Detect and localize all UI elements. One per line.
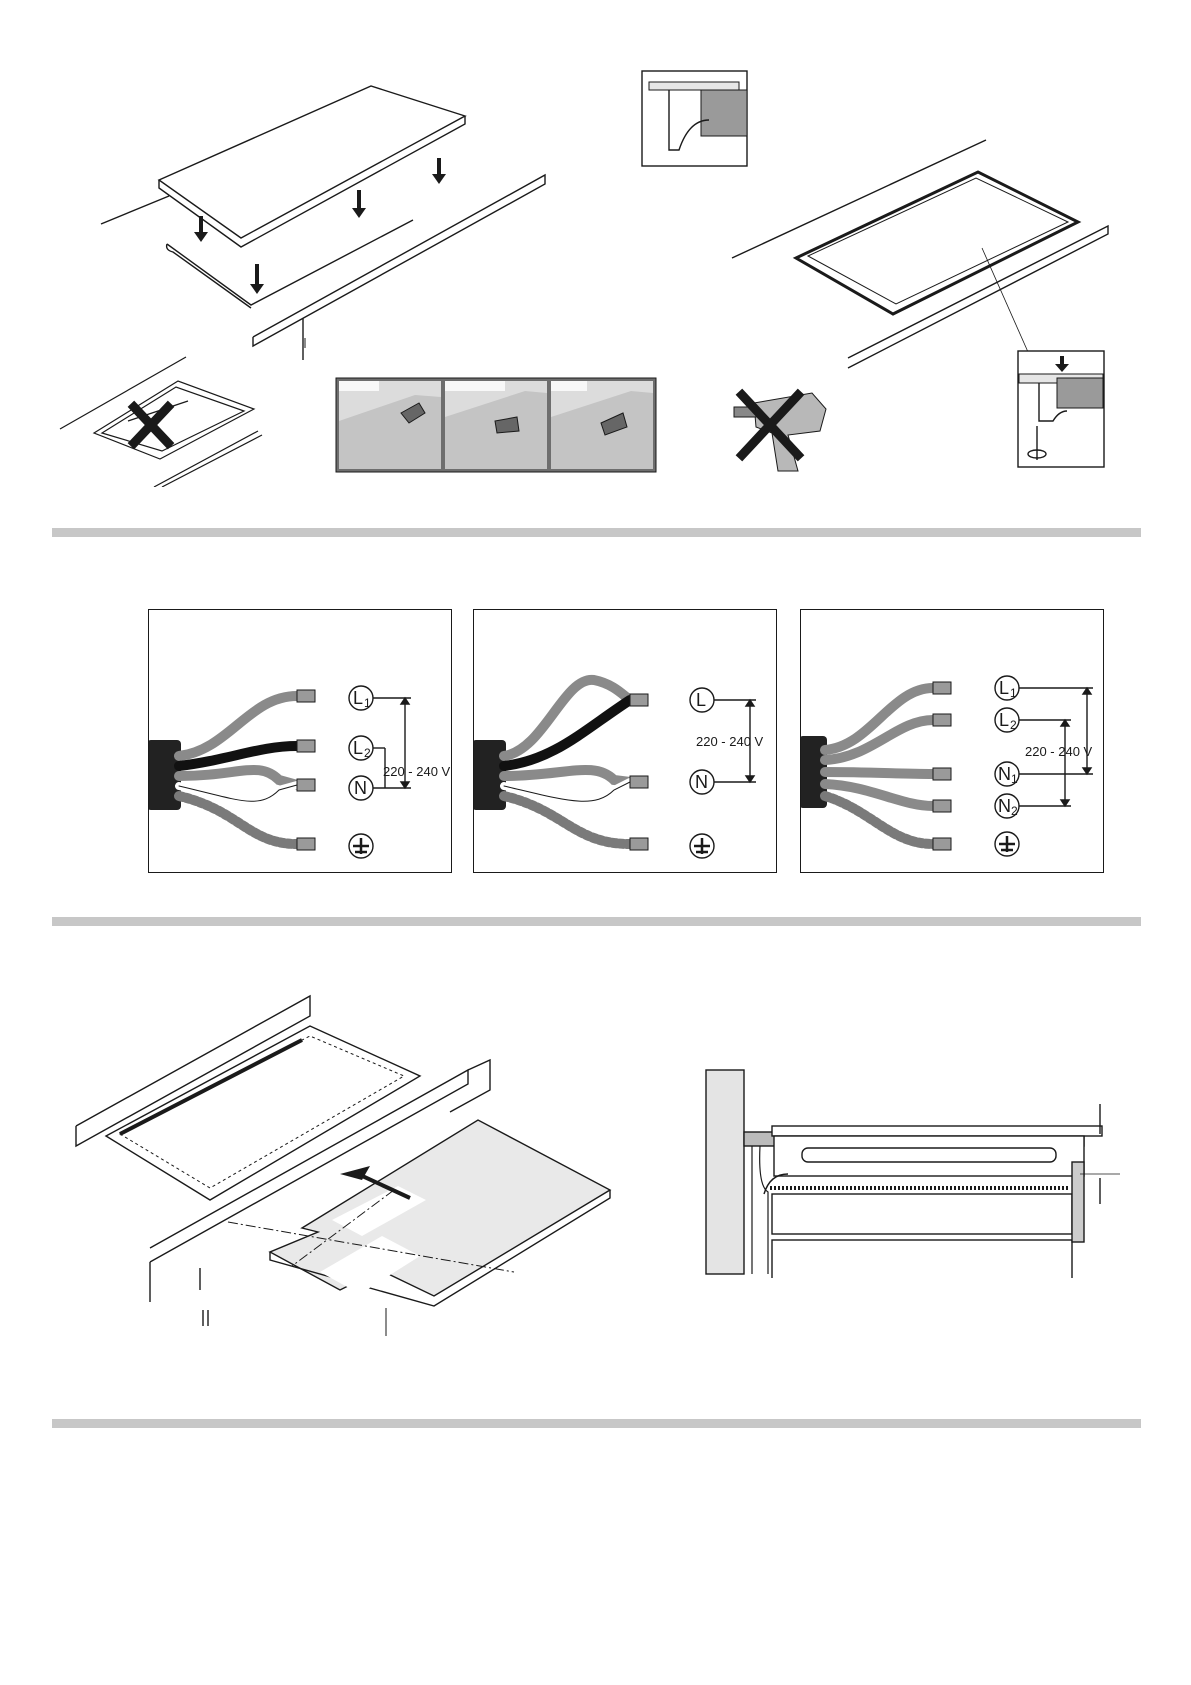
hob-cross-section-illustration xyxy=(700,1068,1120,1278)
section-separator xyxy=(52,1419,1141,1428)
hob-removal-illustration xyxy=(70,990,630,1380)
section-separator xyxy=(52,917,1141,926)
voltage-label: 220 - 240 V xyxy=(1025,744,1093,759)
terminal-sub-n2: 2 xyxy=(1011,804,1018,818)
ground-symbol-icon xyxy=(999,836,1015,852)
section-separator xyxy=(52,528,1141,537)
hob-lowering-illustration xyxy=(95,80,555,370)
terminal-label-n: N xyxy=(354,778,367,798)
terminal-sub-l1: 1 xyxy=(364,696,371,710)
voltage-label: 220 - 240 V xyxy=(696,734,764,749)
terminal-label-n: N xyxy=(695,772,708,792)
terminal-label-l2: L xyxy=(353,738,363,758)
wiring-panel-two-phase-two-neutral: L 1 L 2 N 1 N 2 220 - 240 V xyxy=(800,609,1104,873)
no-power-drill-illustration xyxy=(728,385,840,475)
terminal-sub-l2: 2 xyxy=(1010,718,1017,732)
terminal-label-l: L xyxy=(696,690,706,710)
terminal-label-n1: N xyxy=(998,764,1011,784)
clip-steps-photo-strip xyxy=(335,377,657,473)
terminal-label-l1: L xyxy=(999,678,1009,698)
wiring-panel-two-phase-neutral: L 1 L 2 N 220 - 240 V xyxy=(148,609,452,873)
voltage-label: 220 - 240 V xyxy=(383,764,451,779)
terminal-label-n2: N xyxy=(998,796,1011,816)
terminal-sub-n1: 1 xyxy=(1011,772,1018,786)
wiring-diagram-b: L N 220 - 240 V xyxy=(474,610,776,872)
wrong-screw-fixing-illustration xyxy=(58,355,263,487)
hob-installed-illustration xyxy=(728,138,1118,378)
clip-detail-illustration-bottom xyxy=(1017,350,1105,468)
terminal-sub-l2: 2 xyxy=(364,746,371,760)
wiring-diagram-a: L 1 L 2 N 220 - 240 V xyxy=(149,610,451,872)
wiring-panel-single-phase: L N 220 - 240 V xyxy=(473,609,777,873)
ground-symbol-icon xyxy=(694,838,710,854)
terminal-label-l2: L xyxy=(999,710,1009,730)
terminal-sub-l1: 1 xyxy=(1010,686,1017,700)
wiring-diagram-c: L 1 L 2 N 1 N 2 220 - 240 V xyxy=(801,610,1103,872)
terminal-label-l1: L xyxy=(353,688,363,708)
ground-symbol-icon xyxy=(353,838,369,854)
